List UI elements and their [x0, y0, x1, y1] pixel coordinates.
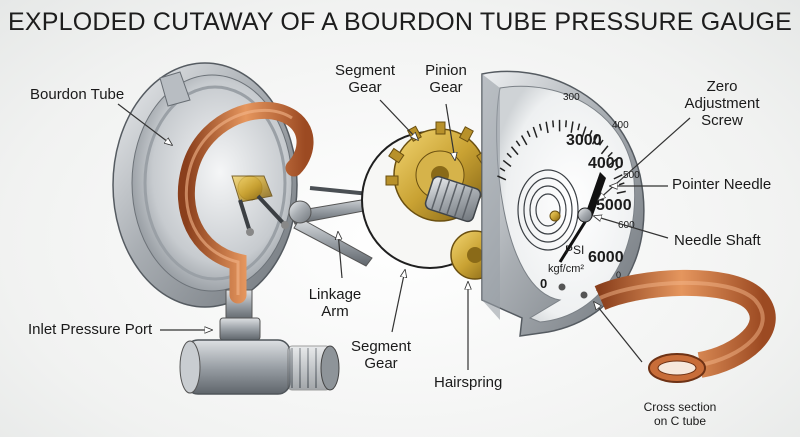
gear-magnifier: [361, 121, 500, 280]
label-pinion-gear: Pinion Gear: [425, 62, 467, 96]
dial-tick: [614, 166, 620, 171]
inlet-fitting: [179, 317, 340, 395]
arrow-segment-gear-top: [379, 99, 418, 140]
arrow-cross-section: [594, 302, 643, 363]
arrow-needle-shaft: [594, 216, 669, 239]
gauge-case: [112, 62, 298, 321]
label-inlet-pressure-port: Inlet Pressure Port: [28, 321, 153, 338]
label-segment-gear-top: Segment Gear: [334, 62, 396, 96]
label-pointer-needle: Pointer Needle: [672, 176, 772, 193]
dial-minor-500: 500: [623, 170, 640, 181]
dial-major-5000: 5000: [596, 197, 632, 214]
dial-minor-300: 300: [563, 92, 580, 103]
dial-unit-kgf: kgf/cm²: [548, 263, 584, 275]
zero-adjust-screw: [549, 210, 561, 222]
dial-tick: [497, 175, 507, 181]
dial-major-3000: 3000: [566, 132, 602, 149]
dial-tick: [588, 129, 593, 137]
pinion-gear: [424, 175, 482, 223]
dial-tick: [600, 145, 609, 155]
dial-tick: [499, 167, 506, 172]
label-cross-section: Cross section on C tube: [643, 400, 717, 428]
dial-tick: [577, 123, 581, 131]
dial-tick: [526, 130, 531, 138]
movement-mechanism: [231, 175, 289, 236]
label-bourdon-tube: Bourdon Tube: [30, 86, 125, 103]
label-segment-gear-bottom: Segment Gear: [350, 338, 412, 372]
label-zero-adjustment-screw: Zero Adjustment Screw: [684, 78, 760, 129]
dial-major-6000: 6000: [588, 249, 624, 266]
dial-tick: [591, 134, 599, 145]
dial-tick: [520, 135, 528, 146]
dial-tick: [613, 174, 623, 180]
dial-zero: 0: [540, 276, 547, 291]
dial-minor-400: 400: [612, 120, 629, 131]
dial-tick: [515, 140, 521, 147]
dial-major-4000: 4000: [588, 155, 624, 172]
dial-tick: [608, 158, 617, 167]
arrow-pinion-gear: [445, 103, 455, 160]
diagram-title: EXPLODED CUTAWAY OF A BOURDON TUBE PRESS…: [7, 8, 793, 36]
dial-tick: [581, 126, 587, 138]
dial-tick: [565, 120, 568, 128]
hairspring: [517, 169, 579, 251]
dial-tick: [570, 121, 574, 133]
dial-tick: [538, 123, 543, 131]
label-linkage-arm: Linkage Arm: [308, 286, 362, 320]
label-needle-shaft: Needle Shaft: [674, 232, 761, 249]
dial-tick: [618, 182, 625, 186]
dial-tick: [532, 126, 538, 138]
arrow-linkage-arm: [338, 232, 342, 279]
arrow-segment-gear-bottom: [391, 270, 405, 333]
dial-tick: [616, 190, 626, 194]
dial-tick: [552, 120, 555, 128]
dial-tick: [598, 139, 604, 146]
dial-tick: [545, 121, 549, 134]
dial-outer-0: 0: [616, 270, 621, 280]
arrow-bourdon-tube: [117, 103, 172, 145]
dial-tick: [510, 146, 519, 156]
label-hairspring: Hairspring: [434, 374, 503, 391]
pointer-needle: [586, 172, 606, 218]
gauge-front: [481, 70, 645, 337]
c-tube-cross-section: [594, 269, 776, 383]
dial-unit-psi: PSI: [565, 243, 584, 257]
dial-tick: [506, 152, 512, 159]
needle-shaft: [577, 207, 593, 223]
dial-tick: [607, 151, 613, 158]
dial-tick: [502, 159, 512, 168]
